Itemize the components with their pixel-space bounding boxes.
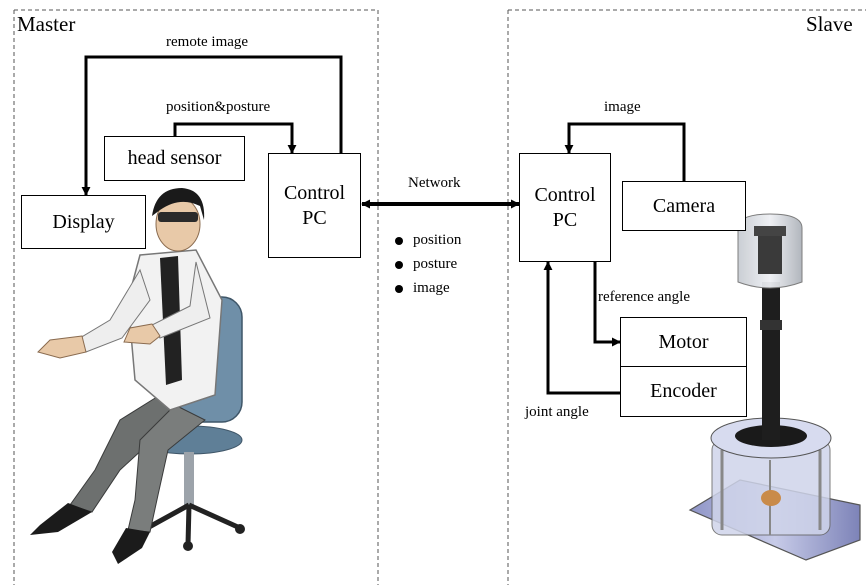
remote-image-arrow	[81, 55, 343, 196]
encoder-box: Encoder	[620, 366, 747, 417]
robot-illustration	[688, 213, 861, 561]
slave-title: Slave	[806, 12, 853, 36]
master-control-pc-line1: Control	[283, 181, 346, 204]
master-region-border	[13, 9, 379, 585]
network-item-image: image	[413, 280, 450, 296]
position-posture-label: position&posture	[166, 99, 271, 115]
bullet-position	[395, 237, 403, 245]
master-control-pc-line2: PC	[302, 206, 327, 229]
network-label: Network	[408, 175, 461, 191]
head-sensor-box: head sensor	[104, 136, 245, 181]
motor-box: Motor	[620, 317, 747, 367]
image-arrow	[564, 122, 686, 181]
slave-control-pc-line2: PC	[552, 208, 578, 231]
camera-label: Camera	[652, 194, 716, 217]
encoder-label: Encoder	[650, 380, 717, 402]
head-sensor-label: head sensor	[127, 147, 222, 169]
position-posture-arrow	[173, 122, 297, 154]
joint-angle-label: joint angle	[525, 404, 589, 420]
reference-angle-arrow	[593, 262, 621, 347]
motor-label: Motor	[658, 330, 709, 353]
remote-image-label: remote image	[166, 34, 249, 50]
master-control-pc-box: Control PC	[268, 153, 361, 258]
joint-angle-arrow	[543, 261, 620, 395]
display-label: Display	[52, 210, 115, 233]
bullet-posture	[395, 261, 403, 269]
image-label: image	[604, 99, 641, 115]
slave-control-pc-box: Control PC	[519, 153, 611, 262]
display-box: Display	[21, 195, 146, 249]
master-title: Master	[17, 12, 76, 36]
network-item-posture: posture	[413, 256, 458, 272]
camera-box: Camera	[622, 181, 746, 231]
bullet-image	[395, 285, 403, 293]
network-item-position: position	[413, 232, 462, 248]
operator-illustration	[30, 188, 245, 564]
reference-angle-label: reference angle	[598, 289, 691, 305]
slave-control-pc-line1: Control	[534, 183, 596, 206]
slave-region-border	[507, 9, 866, 585]
